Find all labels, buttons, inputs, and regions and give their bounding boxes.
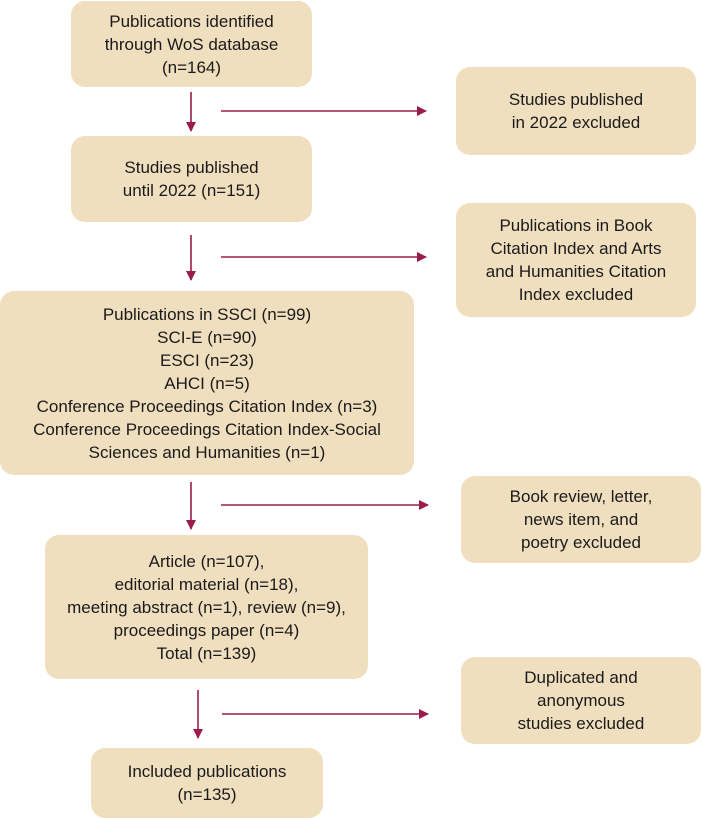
box-types: Article (n=107), editorial material (n=1… xyxy=(45,535,368,679)
box-line: Index excluded xyxy=(518,285,634,304)
box-indexes: Publications in SSCI (n=99) SCI-E (n=90)… xyxy=(0,291,414,475)
box-line: meeting abstract (n=1), review (n=9), xyxy=(67,597,346,617)
box-line: Citation Index and Arts xyxy=(490,239,662,258)
box-line: Book review, letter, xyxy=(509,487,653,506)
box-included: Included publications (n=135) xyxy=(91,748,323,818)
box-line: Studies published xyxy=(124,158,259,177)
box-line: studies excluded xyxy=(517,714,645,733)
box-until-2022: Studies published until 2022 (n=151) xyxy=(71,136,312,222)
box-line: poetry excluded xyxy=(520,533,642,552)
box-line: Publications in Book xyxy=(499,216,653,235)
box-line: Article (n=107), xyxy=(148,551,265,571)
box-line: until 2022 (n=151) xyxy=(122,181,261,200)
box-line: Total (n=139) xyxy=(156,643,257,663)
box-line: Sciences and Humanities (n=1) xyxy=(88,442,326,462)
box-line: Conference Proceedings Citation Index-So… xyxy=(33,419,381,439)
box-line: and Humanities Citation xyxy=(485,262,667,281)
box-line: (n=164) xyxy=(161,57,222,77)
box-excluded-book-index: Publications in Book Citation Index and … xyxy=(456,203,696,317)
box-line: Studies published xyxy=(508,90,644,109)
box-line: (n=135) xyxy=(177,785,237,804)
box-excluded-2022: Studies published in 2022 excluded xyxy=(456,67,696,155)
box-line: Conference Proceedings Citation Index (n… xyxy=(36,396,378,416)
box-line: Included publications xyxy=(127,762,287,781)
box-line: news item, and xyxy=(523,510,639,529)
box-line: through WoS database xyxy=(104,34,279,54)
box-line: AHCI (n=5) xyxy=(164,373,250,393)
box-excluded-duplicates: Duplicated and anonymous studies exclude… xyxy=(461,657,701,744)
box-line: anonymous xyxy=(537,691,625,710)
box-line: in 2022 excluded xyxy=(511,113,641,132)
box-line: Publications identified xyxy=(109,11,274,31)
box-line: ESCI (n=23) xyxy=(159,350,254,370)
box-identified: Publications identified through WoS data… xyxy=(71,1,312,87)
box-line: proceedings paper (n=4) xyxy=(113,620,300,640)
box-line: Duplicated and xyxy=(524,668,638,687)
box-line: editorial material (n=18), xyxy=(114,574,299,594)
box-excluded-types: Book review, letter, news item, and poet… xyxy=(461,476,701,563)
box-line: SCI-E (n=90) xyxy=(157,327,257,347)
box-line: Publications in SSCI (n=99) xyxy=(102,304,312,324)
